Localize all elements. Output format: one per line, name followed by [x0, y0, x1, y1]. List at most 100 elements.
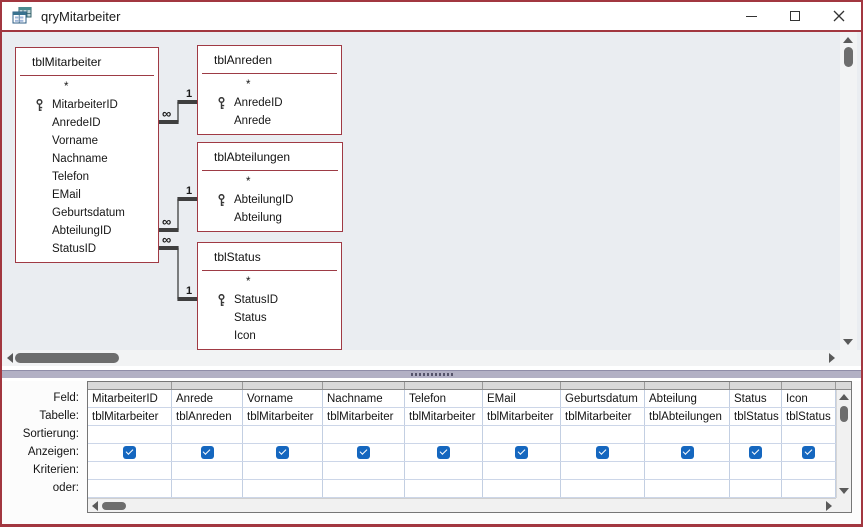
grid-cell-anzeigen-Geburtsdatum[interactable]: [561, 444, 645, 461]
grid-cell-tabelle-Nachname[interactable]: tblMitarbeiter: [323, 408, 405, 425]
field-row[interactable]: Status: [198, 309, 341, 327]
grid-cell-kriterien-Abteilung[interactable]: [645, 462, 730, 479]
grid-cell-sortierung-Nachname[interactable]: [323, 426, 405, 443]
grid-cell-anzeigen-Telefon[interactable]: [405, 444, 483, 461]
anzeigen-checkbox[interactable]: [200, 446, 214, 459]
grid-cell-feld-Vorname[interactable]: Vorname: [243, 390, 323, 407]
grid-cell-sortierung-EMail[interactable]: [483, 426, 561, 443]
grid-cell-oder-EMail[interactable]: [483, 480, 561, 497]
grid-horizontal-scrollbar[interactable]: [88, 498, 836, 512]
grid-cell-feld-Geburtsdatum[interactable]: Geburtsdatum: [561, 390, 645, 407]
field-row[interactable]: Abteilung: [198, 209, 342, 227]
grid-vertical-scrollbar[interactable]: [836, 390, 851, 498]
column-selector[interactable]: [561, 382, 645, 389]
grid-cell-kriterien-Icon[interactable]: [782, 462, 836, 479]
grid-cell-feld-Status[interactable]: Status: [730, 390, 782, 407]
grid-cell-kriterien-EMail[interactable]: [483, 462, 561, 479]
scroll-down-arrow-icon[interactable]: [839, 488, 849, 494]
column-selector[interactable]: [730, 382, 782, 389]
field-row[interactable]: MitarbeiterID: [16, 96, 158, 114]
anzeigen-checkbox[interactable]: [680, 446, 694, 459]
column-selector[interactable]: [483, 382, 561, 389]
grid-cell-oder-Telefon[interactable]: [405, 480, 483, 497]
grid-cell-anzeigen-Status[interactable]: [730, 444, 782, 461]
grid-cell-tabelle-EMail[interactable]: tblMitarbeiter: [483, 408, 561, 425]
grid-cell-oder-Anrede[interactable]: [172, 480, 243, 497]
anzeigen-checkbox[interactable]: [437, 446, 450, 459]
grid-cell-anzeigen-Vorname[interactable]: [243, 444, 323, 461]
anzeigen-checkbox[interactable]: [749, 446, 762, 459]
scroll-left-arrow-icon[interactable]: [92, 501, 98, 511]
diagram-vertical-scrollbar[interactable]: [840, 32, 857, 350]
field-row[interactable]: AnredeID: [198, 94, 341, 112]
grid-cell-feld-EMail[interactable]: EMail: [483, 390, 561, 407]
minimize-button[interactable]: [729, 2, 773, 30]
grid-cell-sortierung-Status[interactable]: [730, 426, 782, 443]
grid-cell-sortierung-Abteilung[interactable]: [645, 426, 730, 443]
diagram-horizontal-scrollbar[interactable]: [2, 350, 840, 366]
anzeigen-checkbox[interactable]: [596, 446, 609, 459]
vertical-scrollbar-thumb[interactable]: [840, 406, 848, 422]
maximize-button[interactable]: [773, 2, 817, 30]
grid-cell-anzeigen-Icon[interactable]: [782, 444, 836, 461]
horizontal-scrollbar-thumb[interactable]: [15, 353, 119, 363]
field-row[interactable]: Icon: [198, 327, 341, 345]
field-row[interactable]: AbteilungID: [16, 222, 158, 240]
grid-cell-kriterien-Telefon[interactable]: [405, 462, 483, 479]
grid-cell-oder-Vorname[interactable]: [243, 480, 323, 497]
field-row[interactable]: AbteilungID: [198, 191, 342, 209]
field-row[interactable]: Anrede: [198, 112, 341, 130]
scroll-right-arrow-icon[interactable]: [829, 353, 835, 363]
grid-cell-kriterien-Anrede[interactable]: [172, 462, 243, 479]
scroll-right-arrow-icon[interactable]: [826, 501, 832, 511]
column-selector[interactable]: [88, 382, 172, 389]
anzeigen-checkbox[interactable]: [123, 446, 136, 459]
close-button[interactable]: [817, 2, 861, 30]
grid-cell-sortierung-Geburtsdatum[interactable]: [561, 426, 645, 443]
anzeigen-checkbox[interactable]: [515, 446, 528, 459]
field-row[interactable]: *: [16, 78, 158, 96]
field-row[interactable]: *: [198, 273, 341, 291]
grid-cell-feld-MitarbeiterID[interactable]: MitarbeiterID: [88, 390, 172, 407]
field-row[interactable]: StatusID: [16, 240, 158, 258]
grid-cell-oder-Status[interactable]: [730, 480, 782, 497]
grid-cell-oder-Nachname[interactable]: [323, 480, 405, 497]
scroll-left-arrow-icon[interactable]: [7, 353, 13, 363]
scroll-up-arrow-icon[interactable]: [839, 394, 849, 400]
grid-cell-anzeigen-MitarbeiterID[interactable]: [88, 444, 172, 461]
grid-cell-tabelle-Geburtsdatum[interactable]: tblMitarbeiter: [561, 408, 645, 425]
field-row[interactable]: AnredeID: [16, 114, 158, 132]
grid-cell-tabelle-Icon[interactable]: tblStatus: [782, 408, 836, 425]
grid-cell-kriterien-MitarbeiterID[interactable]: [88, 462, 172, 479]
column-selector[interactable]: [645, 382, 730, 389]
grid-cell-sortierung-Icon[interactable]: [782, 426, 836, 443]
column-selector[interactable]: [405, 382, 483, 389]
field-row[interactable]: Nachname: [16, 150, 158, 168]
grid-cell-sortierung-Anrede[interactable]: [172, 426, 243, 443]
grid-cell-tabelle-Telefon[interactable]: tblMitarbeiter: [405, 408, 483, 425]
grid-cell-anzeigen-Abteilung[interactable]: [645, 444, 730, 461]
grid-cell-anzeigen-Nachname[interactable]: [323, 444, 405, 461]
column-selector[interactable]: [782, 382, 836, 389]
field-row[interactable]: Telefon: [16, 168, 158, 186]
field-row[interactable]: StatusID: [198, 291, 341, 309]
grid-cell-oder-Abteilung[interactable]: [645, 480, 730, 497]
grid-cell-tabelle-MitarbeiterID[interactable]: tblMitarbeiter: [88, 408, 172, 425]
horizontal-scrollbar-thumb[interactable]: [102, 502, 126, 510]
field-row[interactable]: *: [198, 173, 342, 191]
grid-cell-feld-Nachname[interactable]: Nachname: [323, 390, 405, 407]
field-row[interactable]: EMail: [16, 186, 158, 204]
grid-cell-anzeigen-EMail[interactable]: [483, 444, 561, 461]
field-row[interactable]: *: [198, 76, 341, 94]
grid-cell-kriterien-Vorname[interactable]: [243, 462, 323, 479]
field-row[interactable]: Geburtsdatum: [16, 204, 158, 222]
anzeigen-checkbox[interactable]: [802, 446, 815, 459]
grid-cell-oder-Icon[interactable]: [782, 480, 836, 497]
grid-cell-kriterien-Status[interactable]: [730, 462, 782, 479]
grid-cell-kriterien-Nachname[interactable]: [323, 462, 405, 479]
column-selector[interactable]: [172, 382, 243, 389]
grid-cell-tabelle-Vorname[interactable]: tblMitarbeiter: [243, 408, 323, 425]
grid-cell-feld-Telefon[interactable]: Telefon: [405, 390, 483, 407]
